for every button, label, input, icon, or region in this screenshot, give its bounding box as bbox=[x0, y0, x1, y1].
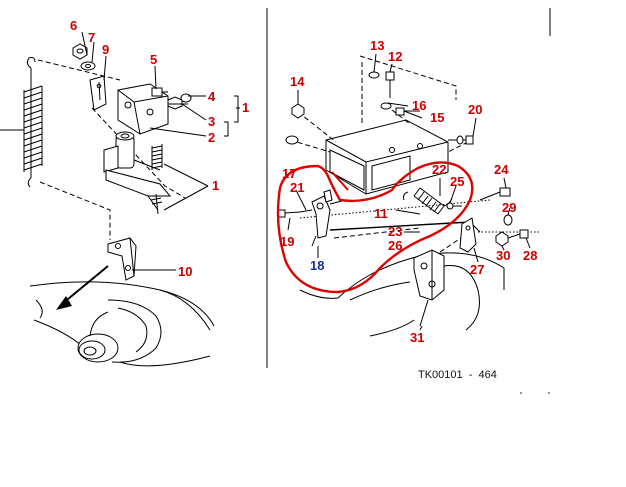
callout-14: 14 bbox=[290, 74, 305, 89]
callout-20: 20 bbox=[468, 102, 482, 117]
bracket-31 bbox=[413, 249, 445, 327]
callout-29: 29 bbox=[502, 200, 516, 215]
coil-spring-left bbox=[0, 57, 43, 188]
callout-1-lower: 1 bbox=[212, 178, 219, 193]
callout-24: 24 bbox=[494, 162, 509, 177]
callout-6: 6 bbox=[70, 18, 77, 33]
lever-assembly-18 bbox=[299, 189, 347, 247]
callout-labels: 6 7 9 5 4 1 3 2 1 10 13 12 14 16 15 20 1… bbox=[70, 18, 537, 345]
callout-28: 28 bbox=[523, 248, 537, 263]
callout-27: 27 bbox=[470, 262, 484, 277]
right-leader-lines bbox=[287, 53, 531, 331]
left-assembly-drawing bbox=[0, 31, 240, 367]
direction-arrow bbox=[56, 265, 109, 310]
callout-17: 17 bbox=[282, 166, 296, 181]
pin-25 bbox=[446, 202, 462, 210]
right-assembly-drawing bbox=[276, 53, 540, 337]
callout-15: 15 bbox=[430, 110, 444, 125]
callout-13: 13 bbox=[370, 38, 384, 53]
nut-14 bbox=[291, 103, 305, 119]
callout-9: 9 bbox=[102, 42, 109, 57]
main-housing bbox=[325, 119, 449, 195]
callout-7: 7 bbox=[88, 30, 95, 45]
bracket-10 bbox=[107, 237, 137, 281]
callout-18: 18 bbox=[310, 258, 324, 273]
left-leader-lines bbox=[81, 31, 240, 271]
washer-7 bbox=[80, 61, 96, 71]
callout-30: 30 bbox=[496, 248, 510, 263]
washer-14b bbox=[285, 135, 299, 145]
callout-2: 2 bbox=[208, 130, 215, 145]
control-rod bbox=[329, 221, 481, 233]
figure-reference-code: TK00101 - 464 bbox=[418, 369, 497, 381]
coil-spring-11 bbox=[403, 187, 453, 215]
lever-27 bbox=[459, 217, 477, 253]
washer-16 bbox=[380, 102, 392, 110]
bolt-19 bbox=[277, 209, 301, 218]
scan-speck-2 bbox=[548, 392, 550, 394]
callout-12: 12 bbox=[388, 49, 402, 64]
bolt-20 bbox=[448, 135, 474, 145]
callout-25: 25 bbox=[450, 174, 464, 189]
washer-13 bbox=[368, 71, 380, 79]
callout-19: 19 bbox=[280, 234, 294, 249]
plate-9 bbox=[89, 75, 107, 111]
callout-10: 10 bbox=[178, 264, 192, 279]
callout-31: 31 bbox=[410, 330, 424, 345]
callout-26: 26 bbox=[388, 238, 402, 253]
callout-4: 4 bbox=[208, 89, 216, 104]
callout-22: 22 bbox=[432, 162, 446, 177]
bolt-12 bbox=[385, 71, 395, 98]
callout-21: 21 bbox=[290, 180, 304, 195]
bolt-28 bbox=[507, 229, 529, 239]
callout-1-upper: 1 bbox=[242, 100, 249, 115]
axle-housing bbox=[29, 281, 215, 367]
bolt-24 bbox=[479, 187, 511, 201]
highlight-outline bbox=[276, 161, 474, 294]
callout-23: 23 bbox=[388, 224, 402, 239]
nut-30 bbox=[495, 231, 509, 247]
callout-16: 16 bbox=[412, 98, 426, 113]
callout-5: 5 bbox=[150, 52, 157, 67]
washer-29 bbox=[503, 214, 513, 226]
callout-3: 3 bbox=[208, 114, 215, 129]
rocker-lever-assembly bbox=[103, 131, 172, 215]
scan-speck bbox=[520, 392, 522, 394]
bracket-assembly bbox=[117, 83, 192, 135]
callout-11: 11 bbox=[374, 206, 388, 221]
highlight-outline-notch bbox=[331, 171, 349, 191]
